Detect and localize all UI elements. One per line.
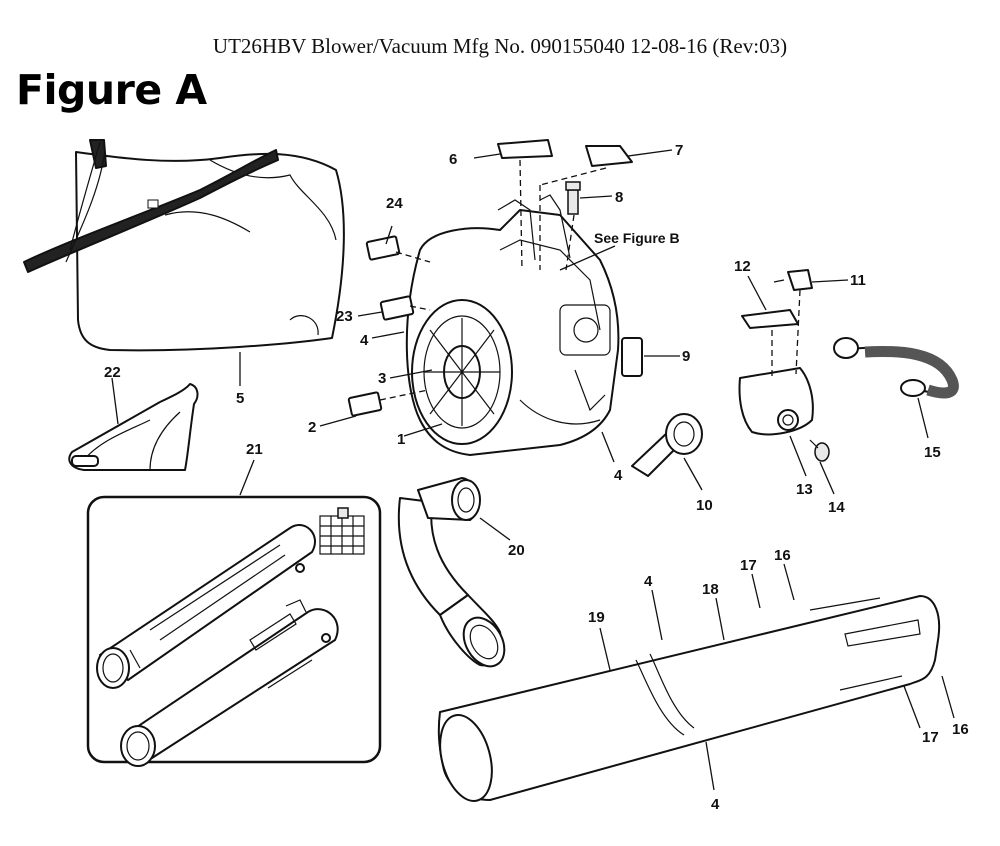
- callout-10: 10: [696, 497, 713, 514]
- callout-23: 23: [336, 308, 353, 325]
- gasket-11-part: [787, 269, 813, 291]
- document-title: UT26HBV Blower/Vacuum Mfg No. 090155040 …: [212, 34, 788, 58]
- callout-16-right: 16: [952, 721, 969, 738]
- callout-17-top: 17: [740, 557, 757, 574]
- callout-13: 13: [796, 481, 813, 498]
- callout-7: 7: [675, 142, 683, 159]
- label-24-part: [365, 235, 401, 261]
- see-figure-b-note: See Figure B: [594, 230, 680, 246]
- filter-part-9: [621, 337, 643, 377]
- callout-24: 24: [386, 195, 403, 212]
- blower-tube-part: [437, 595, 940, 802]
- callout-6: 6: [449, 151, 457, 168]
- callout-18: 18: [702, 581, 719, 598]
- nozzle-part: [68, 383, 199, 471]
- tube-set-inset: [86, 495, 382, 767]
- callout-4-tube-bottom: 4: [711, 796, 720, 813]
- callout-19: 19: [588, 609, 605, 626]
- callout-15: 15: [924, 444, 941, 461]
- callout-11: 11: [850, 272, 866, 289]
- label-7-part: [585, 145, 633, 167]
- label-6-part: [497, 139, 553, 159]
- callout-8: 8: [615, 189, 623, 206]
- label-2-part: [347, 391, 383, 417]
- callout-2: 2: [308, 419, 316, 436]
- tube-spring-part: [833, 337, 959, 399]
- vacuum-hose-part: [397, 477, 506, 668]
- vacuum-bag-part: [23, 139, 345, 352]
- callout-1: 1: [397, 431, 405, 448]
- callout-14: 14: [828, 499, 845, 516]
- callout-17-right: 17: [922, 729, 939, 746]
- leader-lines: [111, 149, 955, 791]
- callout-5: 5: [236, 390, 244, 407]
- callout-4-middle: 4: [614, 467, 623, 484]
- label-23-part: [379, 295, 415, 321]
- callout-4-tube-top: 4: [644, 573, 653, 590]
- air-filter-part: [631, 413, 703, 477]
- callout-16-top: 16: [774, 547, 791, 564]
- figure-label: Figure A: [16, 66, 207, 114]
- knob-14-part: [809, 439, 830, 462]
- callout-3: 3: [378, 370, 386, 387]
- callout-21: 21: [246, 441, 263, 458]
- filter-cover-part: [738, 367, 814, 436]
- callout-20: 20: [508, 542, 525, 559]
- callout-22: 22: [104, 364, 121, 381]
- spark-plug-part: [565, 181, 581, 215]
- gasket-12-part: [741, 309, 799, 329]
- callout-12: 12: [734, 258, 751, 275]
- callout-4-upper: 4: [360, 332, 369, 349]
- callout-9: 9: [682, 348, 690, 365]
- engine-housing-part: [405, 194, 620, 456]
